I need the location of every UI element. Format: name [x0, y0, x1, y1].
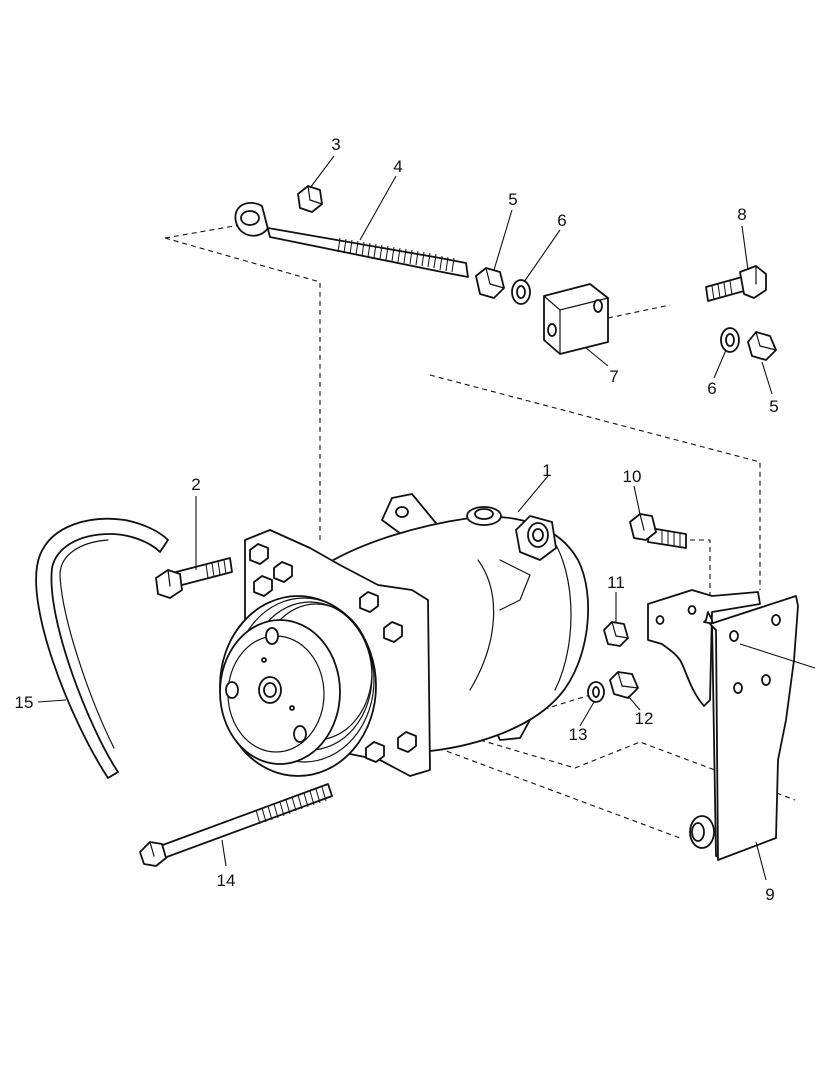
bolt-2: [155, 557, 233, 599]
washer-6-lower: [720, 327, 740, 353]
drive-belt-15: [35, 517, 169, 779]
callout-6-lower: 6: [707, 379, 716, 398]
nut-12: [609, 671, 639, 699]
callout-labels: 1 2 3 4 5 6 7 8 6 5 9 10 11 12 13 14 15: [15, 135, 779, 904]
nut-5-upper: [475, 267, 505, 299]
callout-3: 3: [331, 135, 340, 154]
callout-7: 7: [609, 367, 618, 386]
nut-11: [603, 621, 629, 647]
callout-11: 11: [607, 573, 625, 592]
nut-3: [297, 185, 323, 213]
bolt-10: [629, 513, 687, 549]
callout-5-lower: 5: [769, 397, 778, 416]
callout-6-upper: 6: [557, 211, 566, 230]
callout-1: 1: [542, 461, 551, 480]
mounting-bracket-9: [647, 589, 816, 861]
callout-13: 13: [569, 725, 588, 744]
callout-4: 4: [393, 157, 402, 176]
leader-lines: [37, 155, 773, 881]
callout-12: 12: [635, 709, 654, 728]
callout-15: 15: [15, 693, 34, 712]
callout-8: 8: [737, 205, 746, 224]
compressor-1: [219, 493, 590, 777]
callout-5-upper: 5: [508, 190, 517, 209]
callout-10: 10: [623, 467, 642, 486]
washer-13: [587, 681, 605, 703]
nut-5-lower: [747, 331, 777, 361]
bolt-8: [705, 265, 767, 302]
callout-14: 14: [217, 871, 236, 890]
callout-9: 9: [765, 885, 774, 904]
bolt-14: [139, 783, 333, 867]
adjuster-rod-4: [234, 201, 469, 278]
callout-2: 2: [191, 475, 200, 494]
washer-6-upper: [511, 279, 531, 305]
spacer-block-7: [543, 283, 609, 355]
